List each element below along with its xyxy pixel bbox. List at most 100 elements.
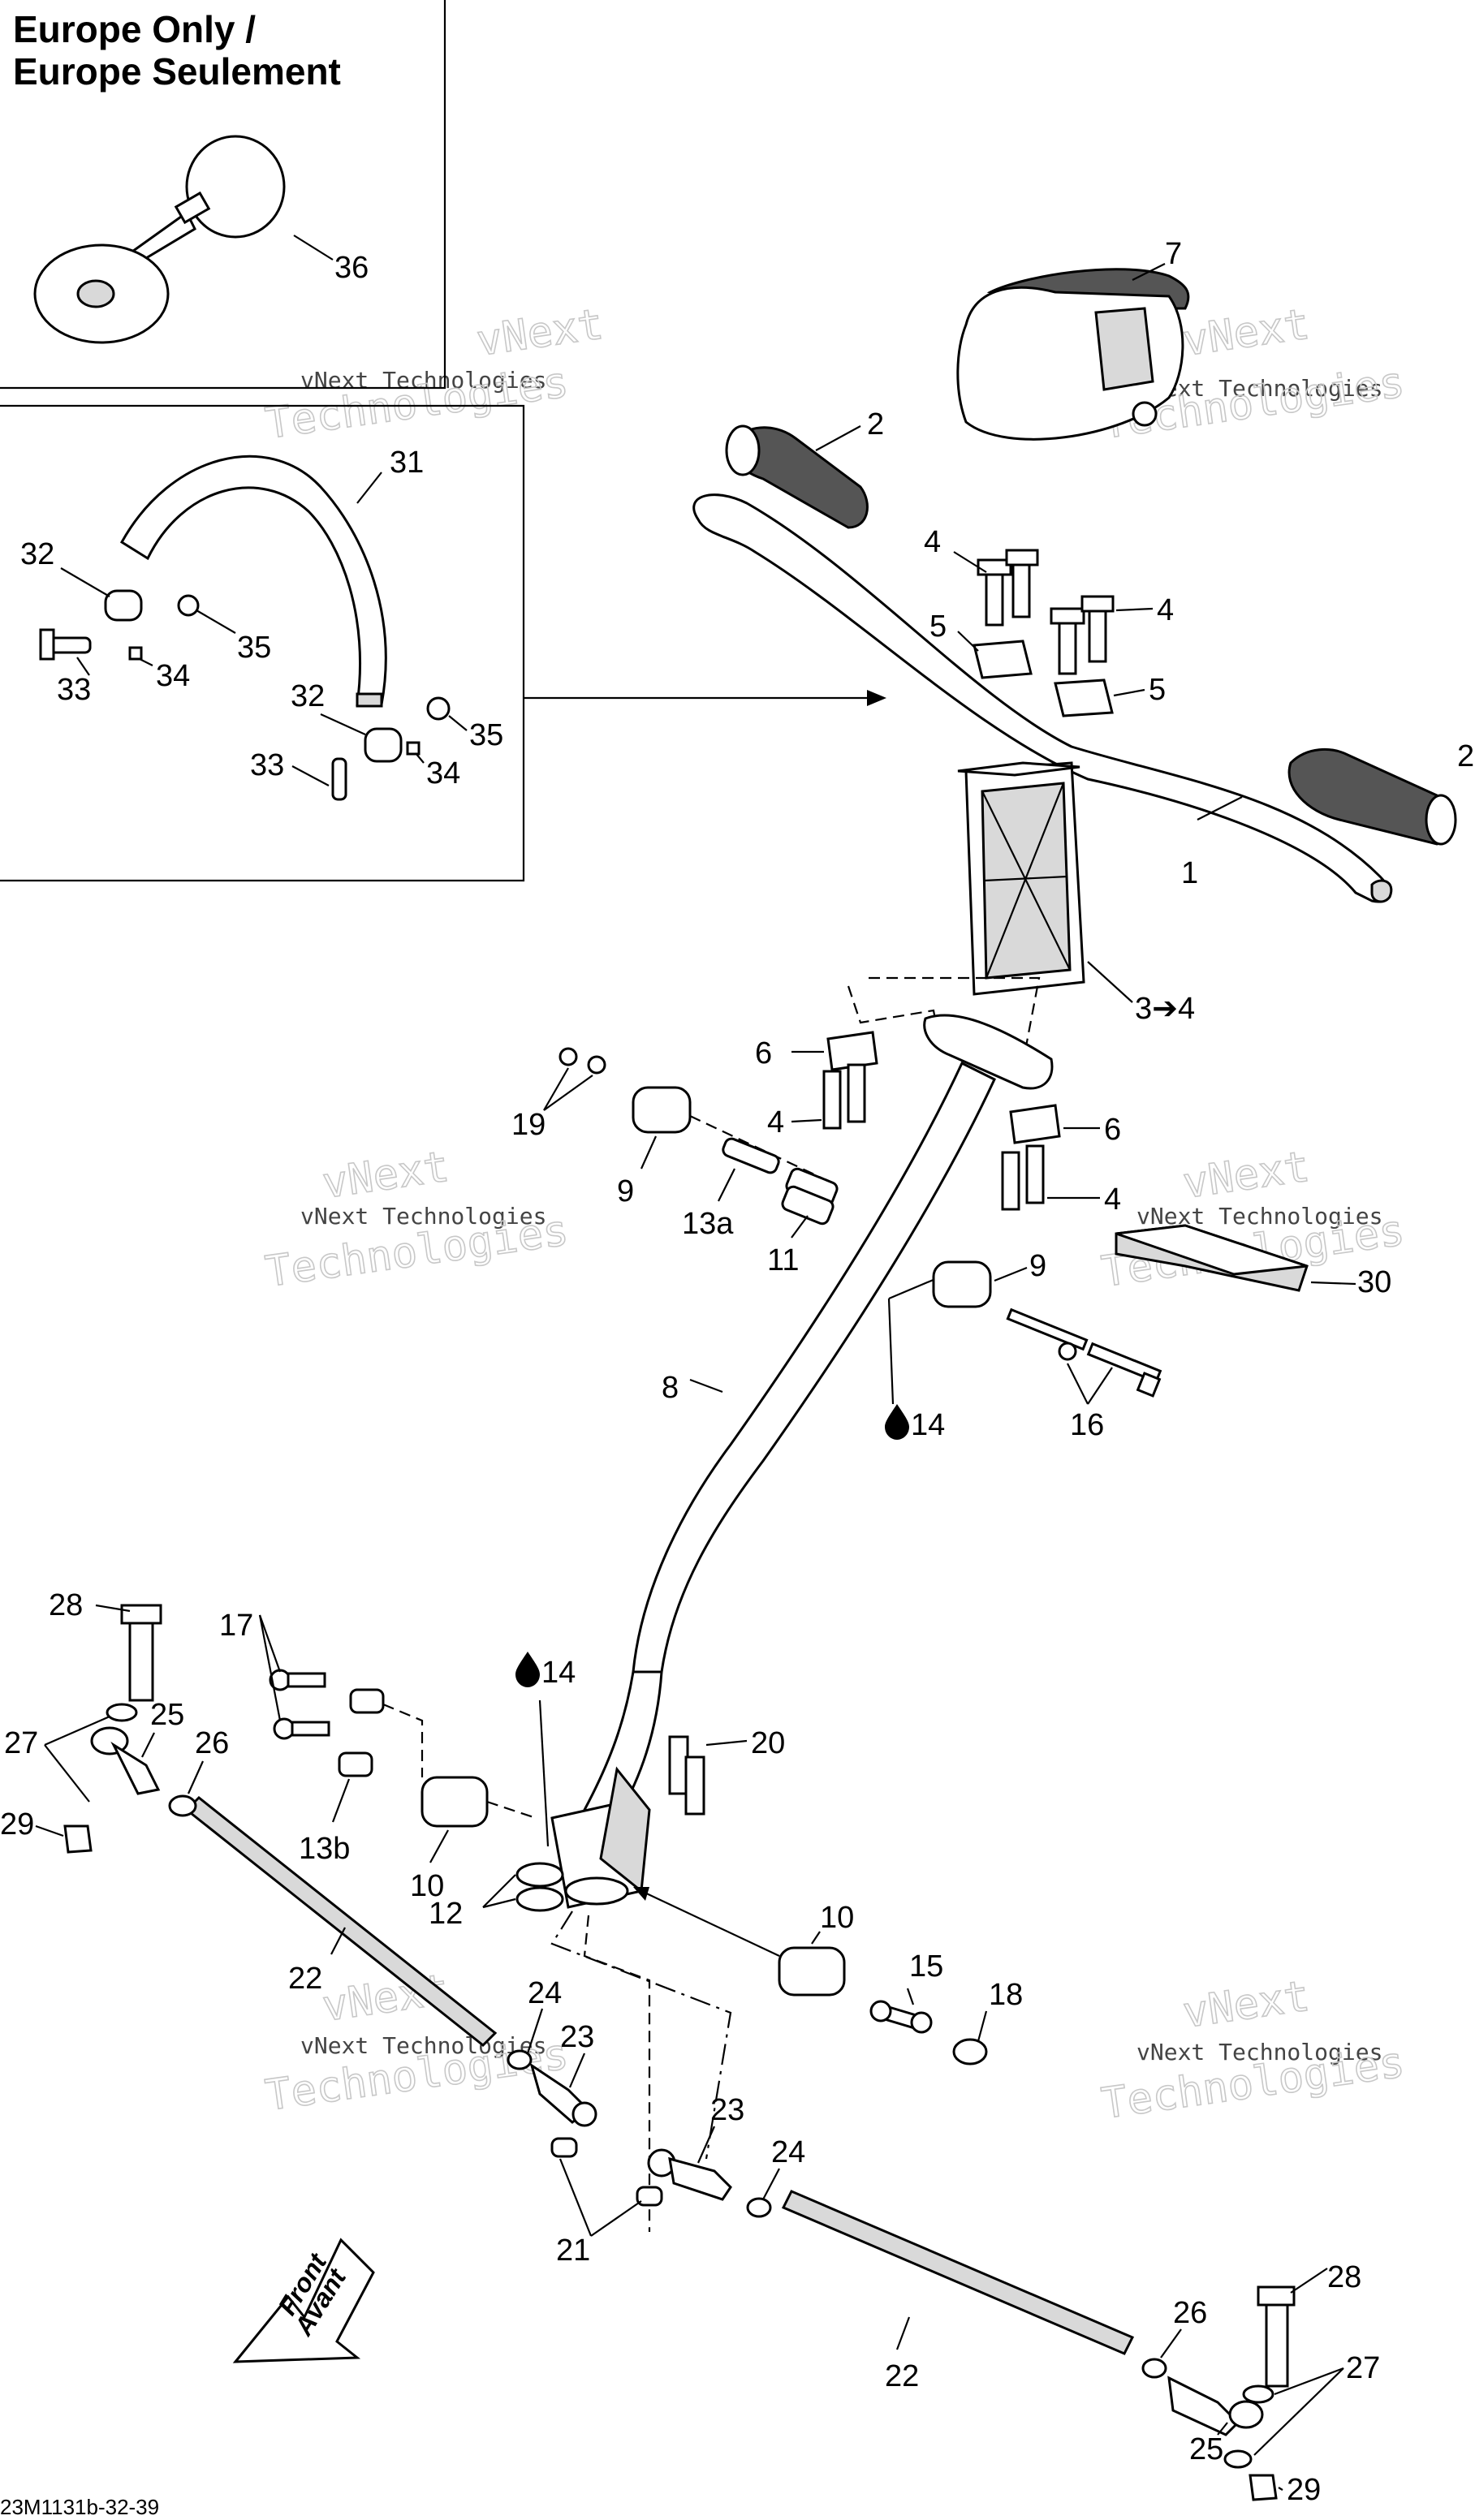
tie-rod-right xyxy=(781,2190,1296,2501)
callout-32-upper: 32 xyxy=(20,537,54,571)
callout-34-lower: 34 xyxy=(426,756,460,790)
callout-27-left: 27 xyxy=(4,1726,38,1760)
inset-europe-horn: Europe Only / Europe Seulement 36 xyxy=(0,0,446,390)
callout-24-right: 24 xyxy=(771,2135,805,2169)
callout-7: 7 xyxy=(1165,237,1182,271)
horn-part xyxy=(33,135,286,344)
callout-2-right: 2 xyxy=(1457,739,1474,773)
watermark-outline-1: vNext xyxy=(1180,1972,1312,2038)
callout-18: 18 xyxy=(989,1978,1023,2012)
callout-8: 8 xyxy=(662,1371,679,1405)
lubricant-drop-icon xyxy=(885,1404,909,1440)
watermark-outline-1: vNext xyxy=(473,300,606,366)
watermark-top-left: vNext Technologies vNext Technologies xyxy=(262,299,607,450)
callout-13b: 13b xyxy=(299,1832,350,1866)
grip-left xyxy=(725,424,869,529)
callout-29-left: 29 xyxy=(0,1807,34,1842)
callout-14-a: 14 xyxy=(911,1408,945,1442)
leader-36 xyxy=(293,235,334,261)
callout-16: 16 xyxy=(1070,1408,1104,1442)
callout-2-left: 2 xyxy=(867,407,884,442)
callout-19: 19 xyxy=(511,1108,546,1142)
ball-joint-left xyxy=(507,2049,597,2158)
inset-handguard: 31 32 35 33 34 32 35 33 34 xyxy=(0,404,886,882)
watermark-bottom-right: vNext Technologies vNext Technologies xyxy=(1098,1971,1408,2130)
callout-13a: 13a xyxy=(682,1207,734,1241)
arrow-head xyxy=(633,1887,649,1901)
clamp-group-right xyxy=(932,1260,1162,1398)
watermark-text: vNext Technologies xyxy=(300,367,546,394)
upper-clamp-bolts xyxy=(973,549,1115,717)
callout-21: 21 xyxy=(556,2234,590,2268)
watermark-outline-1: vNext xyxy=(319,1143,451,1208)
front-arrow-icon: Front Avant xyxy=(232,2238,375,2363)
watermark-outline-1: vNext xyxy=(1180,300,1312,366)
inset-title-line1: Europe Only / xyxy=(13,8,256,50)
callout-9-b: 9 xyxy=(1029,1249,1046,1283)
callout-14-b: 14 xyxy=(541,1656,576,1690)
callout-1: 1 xyxy=(1181,856,1198,890)
callout-25-left: 25 xyxy=(150,1698,184,1732)
clamp-lower xyxy=(331,696,451,801)
column-support xyxy=(515,1735,705,1912)
clamp-group-lower-right xyxy=(778,1946,988,2066)
inset-title-line2: Europe Seulement xyxy=(13,50,341,93)
clamp-group-left xyxy=(559,1047,839,1226)
tie-rod-left xyxy=(63,1604,498,2048)
callout-22-left: 22 xyxy=(288,1962,322,1996)
callout-25-right: 25 xyxy=(1189,2432,1223,2466)
watermark-text: vNext Technologies xyxy=(300,2032,546,2059)
dashed-guide xyxy=(382,1703,424,1777)
handlebar-pad xyxy=(956,268,1190,441)
callout-4-d: 4 xyxy=(1104,1182,1121,1217)
callout-34-upper: 34 xyxy=(156,659,190,693)
handguard-bar xyxy=(119,454,387,708)
plate xyxy=(1115,1224,1309,1292)
callout-6-a: 6 xyxy=(755,1036,772,1070)
callout-26-right: 26 xyxy=(1173,2296,1207,2330)
grip-right xyxy=(1287,747,1457,846)
reference-code: 23M1131b-32-39 xyxy=(0,2495,159,2519)
mid-clamps xyxy=(822,1031,1061,1211)
watermark-text: vNext Technologies xyxy=(300,1203,546,1230)
riser-bracket xyxy=(957,761,1085,996)
callout-30: 30 xyxy=(1357,1265,1391,1299)
callout-26-left: 26 xyxy=(195,1726,229,1760)
callout-35-upper: 35 xyxy=(237,631,271,665)
callout-28-left: 28 xyxy=(49,1588,83,1622)
callout-35-lower: 35 xyxy=(469,718,503,752)
callout-33-lower: 33 xyxy=(250,748,284,782)
callout-24-left: 24 xyxy=(528,1976,562,2010)
dashed-guide xyxy=(550,1910,732,2160)
callout-15: 15 xyxy=(909,1949,943,1984)
watermark-text: vNext Technologies xyxy=(1136,2039,1382,2066)
callout-4-b: 4 xyxy=(1157,593,1174,627)
callout-20: 20 xyxy=(751,1726,785,1760)
callout-32-lower: 32 xyxy=(291,679,325,713)
callout-4-c: 4 xyxy=(767,1105,784,1139)
callout-6-b: 6 xyxy=(1104,1113,1121,1147)
callout-17: 17 xyxy=(219,1609,253,1643)
watermark-text: vNext Technologies xyxy=(1136,1203,1382,1230)
callout-11: 11 xyxy=(767,1243,799,1277)
callout-29-right: 29 xyxy=(1287,2473,1321,2507)
callout-22-right: 22 xyxy=(885,2359,919,2393)
lubricant-drop-icon xyxy=(515,1652,540,1687)
callout-9-a: 9 xyxy=(617,1174,634,1208)
watermark-outline-1: vNext xyxy=(1180,1143,1312,1208)
callout-33-upper: 33 xyxy=(57,673,91,707)
clamp-upper xyxy=(39,589,200,661)
callout-4-a: 4 xyxy=(924,525,941,559)
dashed-guide xyxy=(869,976,1041,1064)
callout-3: 3➔4 xyxy=(1135,992,1195,1026)
callout-23-right: 23 xyxy=(710,2093,744,2127)
bolt-group-lower-left xyxy=(269,1669,489,1828)
dashed-guide xyxy=(583,1915,651,2232)
callout-31: 31 xyxy=(390,446,424,480)
inset-border xyxy=(0,404,525,882)
callout-28-right: 28 xyxy=(1327,2260,1361,2294)
arrow-head xyxy=(867,690,886,706)
steering-column xyxy=(582,1014,1054,1820)
watermark-mid-left: vNext Technologies vNext Technologies xyxy=(262,1142,572,1298)
